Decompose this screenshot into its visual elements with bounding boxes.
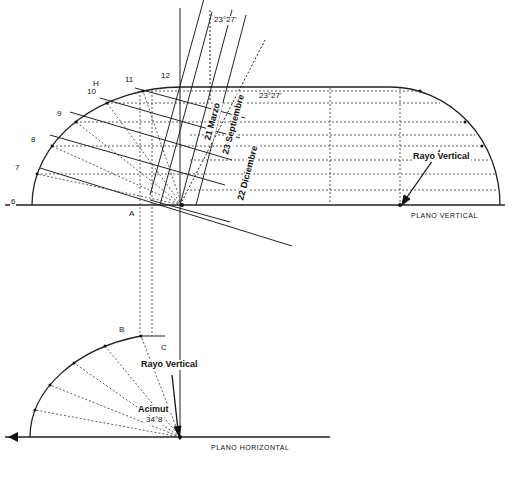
point-label: 6	[10, 198, 16, 207]
point-label: 34°8	[145, 416, 164, 425]
plane-name: PLANO VERTICAL	[410, 212, 479, 220]
point-label: B	[118, 326, 125, 335]
figure-label: 22 Diciembre	[236, 144, 261, 203]
point-label: 9	[56, 110, 62, 119]
point-label: 7	[14, 164, 20, 173]
point-label: 11	[124, 76, 134, 85]
figure-label: Rayo Vertical	[140, 360, 199, 370]
figure-label: Rayo Vertical	[412, 152, 471, 162]
point-label: C	[160, 344, 168, 353]
point-label: 23°27'	[258, 92, 283, 101]
point-label: 12	[160, 72, 171, 81]
point-label: 23°27'	[213, 16, 238, 25]
point-label: 8	[30, 136, 36, 145]
figure-label: 23 Septiembre	[221, 93, 247, 157]
plane-name: PLANO HORIZONTAL	[210, 444, 290, 452]
point-label: 10	[86, 88, 97, 97]
figure-label: Acimut	[137, 405, 170, 415]
point-label: A	[128, 210, 135, 219]
